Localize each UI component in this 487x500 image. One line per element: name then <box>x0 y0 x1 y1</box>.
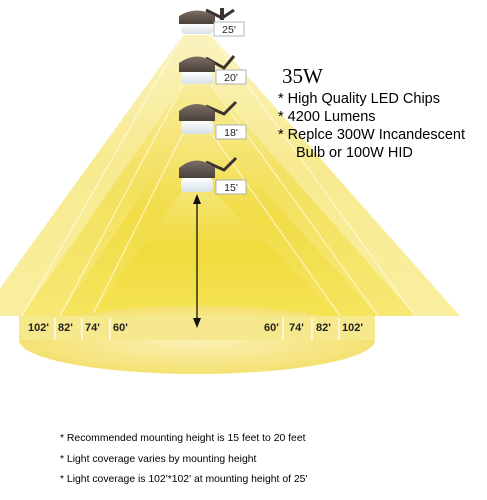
notes-list: * Recommended mounting height is 15 feet… <box>60 429 307 491</box>
spec-lumens: * 4200 Lumens <box>278 109 376 125</box>
height-label-18ft: 18' <box>224 127 238 139</box>
distance-right-1: 60' <box>264 322 279 334</box>
height-label-15ft: 15' <box>224 182 238 194</box>
height-tag-20ft <box>215 69 247 85</box>
height-arrow <box>193 194 201 328</box>
fixture-20ft: 20' <box>179 55 247 85</box>
height-tag-18ft <box>215 124 247 140</box>
distance-left-2: 82' <box>58 322 73 334</box>
distance-right-4: 102' <box>342 322 363 334</box>
spec-led-chips: * High Quality LED Chips <box>278 91 440 107</box>
height-tag-15ft <box>215 179 247 195</box>
fixture-15ft: 15' <box>179 156 247 195</box>
note-mounting-height: * Recommended mounting height is 15 feet… <box>60 433 306 444</box>
spec-list: 35W * High Quality LED Chips * 4200 Lume… <box>278 64 465 162</box>
wattage-heading: 35W <box>282 64 323 88</box>
distance-labels: 102' 82' 74' 60' 60' 74' 82' 102' <box>28 322 363 334</box>
height-label-20ft: 20' <box>224 72 238 84</box>
note-coverage-size: * Light coverage is 102'*102' at mountin… <box>60 474 308 485</box>
note-coverage-varies: * Light coverage varies by mounting heig… <box>60 453 257 465</box>
height-label-25ft: 25' <box>222 24 236 36</box>
distance-left-3: 74' <box>85 322 100 334</box>
distance-right-2: 74' <box>289 322 304 334</box>
distance-left-4: 60' <box>113 322 128 334</box>
beam-15ft <box>92 190 340 316</box>
distance-right-3: 82' <box>316 322 331 334</box>
height-tag-25ft <box>213 21 245 37</box>
distance-left-1: 102' <box>28 322 49 334</box>
fixture-25ft: 25' <box>179 8 245 37</box>
spec-replacement-cont: Bulb or 100W HID <box>296 145 413 161</box>
spec-replacement: * Replce 300W Incandescent <box>278 127 465 143</box>
fixture-18ft: 18' <box>179 100 247 140</box>
